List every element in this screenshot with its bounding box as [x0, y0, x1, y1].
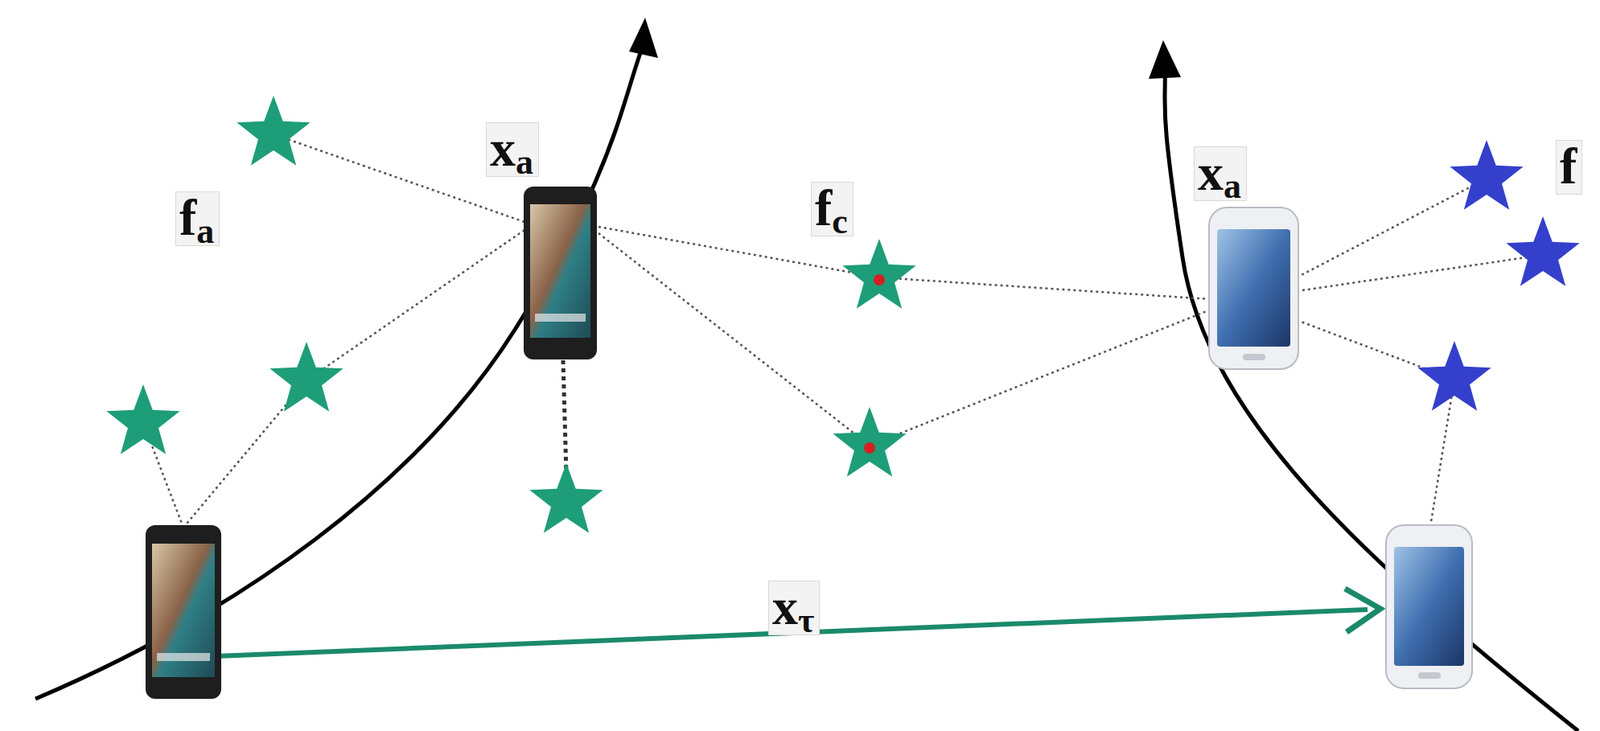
subscript: a	[196, 211, 214, 251]
symbol-letter: x	[489, 119, 516, 177]
subscript: a	[1223, 166, 1242, 206]
symbol-letter: x	[1197, 143, 1224, 202]
observation-lines	[143, 134, 1543, 528]
subscript: a	[515, 142, 534, 182]
subscript: c	[831, 201, 848, 242]
phone-dark	[145, 525, 222, 700]
subscript: τ	[797, 600, 815, 641]
phone-dark	[523, 186, 597, 360]
common-feature-dot	[873, 274, 885, 286]
arrowhead	[629, 17, 659, 58]
symbol-letter: f	[179, 189, 197, 247]
trajectory-curve	[35, 48, 642, 700]
trajectory	[35, 48, 1579, 731]
arrowhead	[1148, 40, 1181, 79]
trajectory-curve	[1164, 64, 1579, 731]
phone-white	[1209, 207, 1299, 370]
symbol-letter: f	[814, 179, 832, 237]
math-label: fc	[810, 181, 854, 237]
arrowhead	[1344, 588, 1381, 633]
math-label: xa	[485, 122, 539, 177]
common-feature-dot	[863, 442, 876, 454]
math-label: xa	[1193, 146, 1247, 202]
math-label: f	[1555, 139, 1583, 195]
symbol-letter: x	[772, 578, 798, 636]
observation-line	[563, 360, 567, 475]
phone-white	[1386, 525, 1473, 689]
feature-stars	[106, 95, 916, 534]
symbol-letter: f	[1559, 137, 1577, 195]
math-label: fa	[175, 191, 220, 247]
math-label: xτ	[768, 580, 820, 636]
